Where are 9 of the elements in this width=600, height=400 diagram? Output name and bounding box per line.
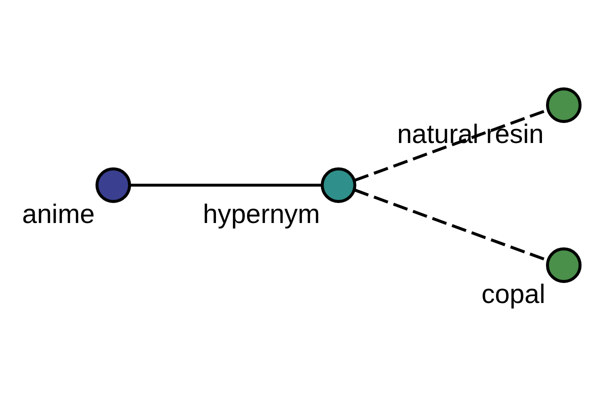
node-label: natural resin [397, 118, 544, 149]
node-label: hypernym [202, 198, 320, 229]
node-circle [96, 167, 132, 203]
connector [130, 184, 322, 187]
node-circle [320, 167, 356, 203]
node-circle [546, 87, 582, 123]
node-label: anime [22, 198, 95, 229]
node-label: copal [482, 278, 546, 309]
node-circle [546, 247, 582, 283]
